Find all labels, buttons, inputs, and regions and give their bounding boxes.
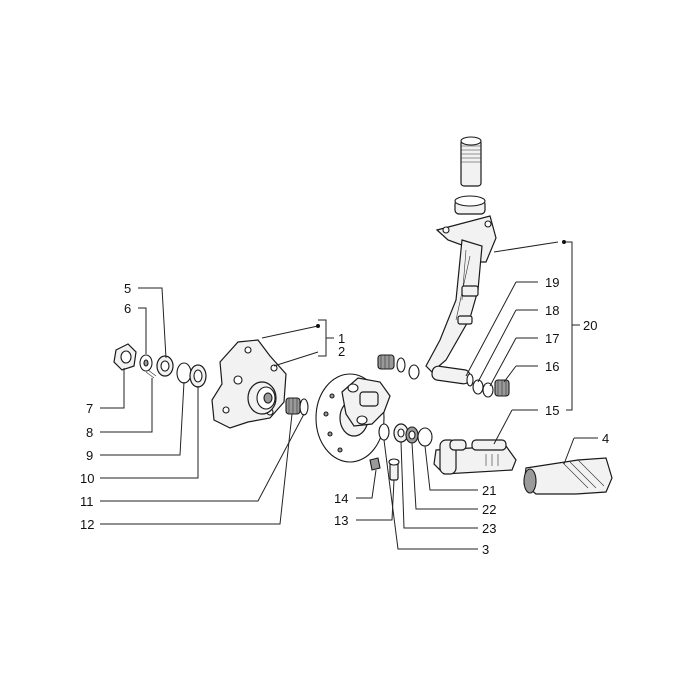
callout-15: 15 <box>545 403 559 418</box>
callout-13: 13 <box>334 513 348 528</box>
link-plate-15 <box>433 439 517 475</box>
callout-9: 9 <box>86 448 93 463</box>
bolt-14 <box>369 457 381 471</box>
callout-22: 22 <box>482 502 496 517</box>
leader-14 <box>356 469 377 499</box>
needle-bearing-16 <box>494 379 510 397</box>
leader-5 <box>138 287 167 359</box>
callout-18: 18 <box>545 303 559 318</box>
leader-10 <box>100 386 199 479</box>
leader-15 <box>493 409 538 445</box>
callout-7: 7 <box>86 401 93 416</box>
bearing-10 <box>189 364 207 388</box>
washer-upper <box>408 364 420 380</box>
callout-10: 10 <box>80 471 94 486</box>
bearing-22 <box>405 426 419 444</box>
callout-5: 5 <box>124 281 131 296</box>
cover-4 <box>523 457 613 495</box>
washer-21 <box>417 427 433 447</box>
ring-18 <box>472 379 484 395</box>
leader-17 <box>489 337 538 387</box>
spring-8 <box>145 369 157 379</box>
callout-23: 23 <box>482 521 496 536</box>
steering-fork-arm <box>425 136 497 387</box>
callout-6: 6 <box>124 301 131 316</box>
leader-22 <box>411 442 478 510</box>
leader-21 <box>424 445 478 491</box>
leader-8 <box>100 378 153 433</box>
callout-19: 19 <box>545 275 559 290</box>
bolt-13 <box>388 458 400 481</box>
callout-20: 20 <box>583 318 597 333</box>
callout-14: 14 <box>334 491 348 506</box>
bracket-20 <box>566 241 573 411</box>
callout-12: 12 <box>80 517 94 532</box>
leader-23 <box>400 441 478 529</box>
ring-17 <box>482 382 494 398</box>
callout-2: 2 <box>338 344 345 359</box>
leader-19 <box>465 281 538 377</box>
callout-8: 8 <box>86 425 93 440</box>
callout-1: 1 <box>338 331 345 346</box>
bearing-5 <box>156 355 174 377</box>
needle-bearing-upper <box>377 354 395 370</box>
brake-caliper <box>341 377 391 427</box>
callout-labels: 1 2 3 4 5 6 7 8 9 10 11 12 13 14 15 16 1… <box>80 275 609 557</box>
callout-4: 4 <box>602 431 609 446</box>
leader-2 <box>273 351 319 367</box>
callout-3: 3 <box>482 542 489 557</box>
leader-11 <box>100 413 305 502</box>
wheel-hub <box>211 339 287 429</box>
leader-9 <box>100 381 185 456</box>
leader-3 <box>383 439 478 550</box>
ring-3 <box>378 423 390 441</box>
needle-bearing-12 <box>285 397 301 415</box>
ring-11 <box>299 398 309 416</box>
callout-17: 17 <box>545 331 559 346</box>
circlip-upper <box>396 357 406 373</box>
leader-1 <box>261 325 319 339</box>
nut-7 <box>113 343 137 371</box>
leader-4 <box>563 437 598 465</box>
leader-13 <box>356 479 395 521</box>
seal-9 <box>176 362 192 384</box>
leader-lines <box>100 240 598 550</box>
leader-16 <box>503 365 538 383</box>
washer-6-hole <box>143 359 149 367</box>
leader-20-top <box>493 241 559 253</box>
callout-21: 21 <box>482 483 496 498</box>
callout-16: 16 <box>545 359 559 374</box>
leader-7 <box>100 368 125 409</box>
leader-12 <box>100 413 293 525</box>
leader-6 <box>138 307 147 354</box>
parts-drawing <box>113 136 613 495</box>
leader-18 <box>477 309 538 383</box>
callout-11: 11 <box>80 494 94 509</box>
